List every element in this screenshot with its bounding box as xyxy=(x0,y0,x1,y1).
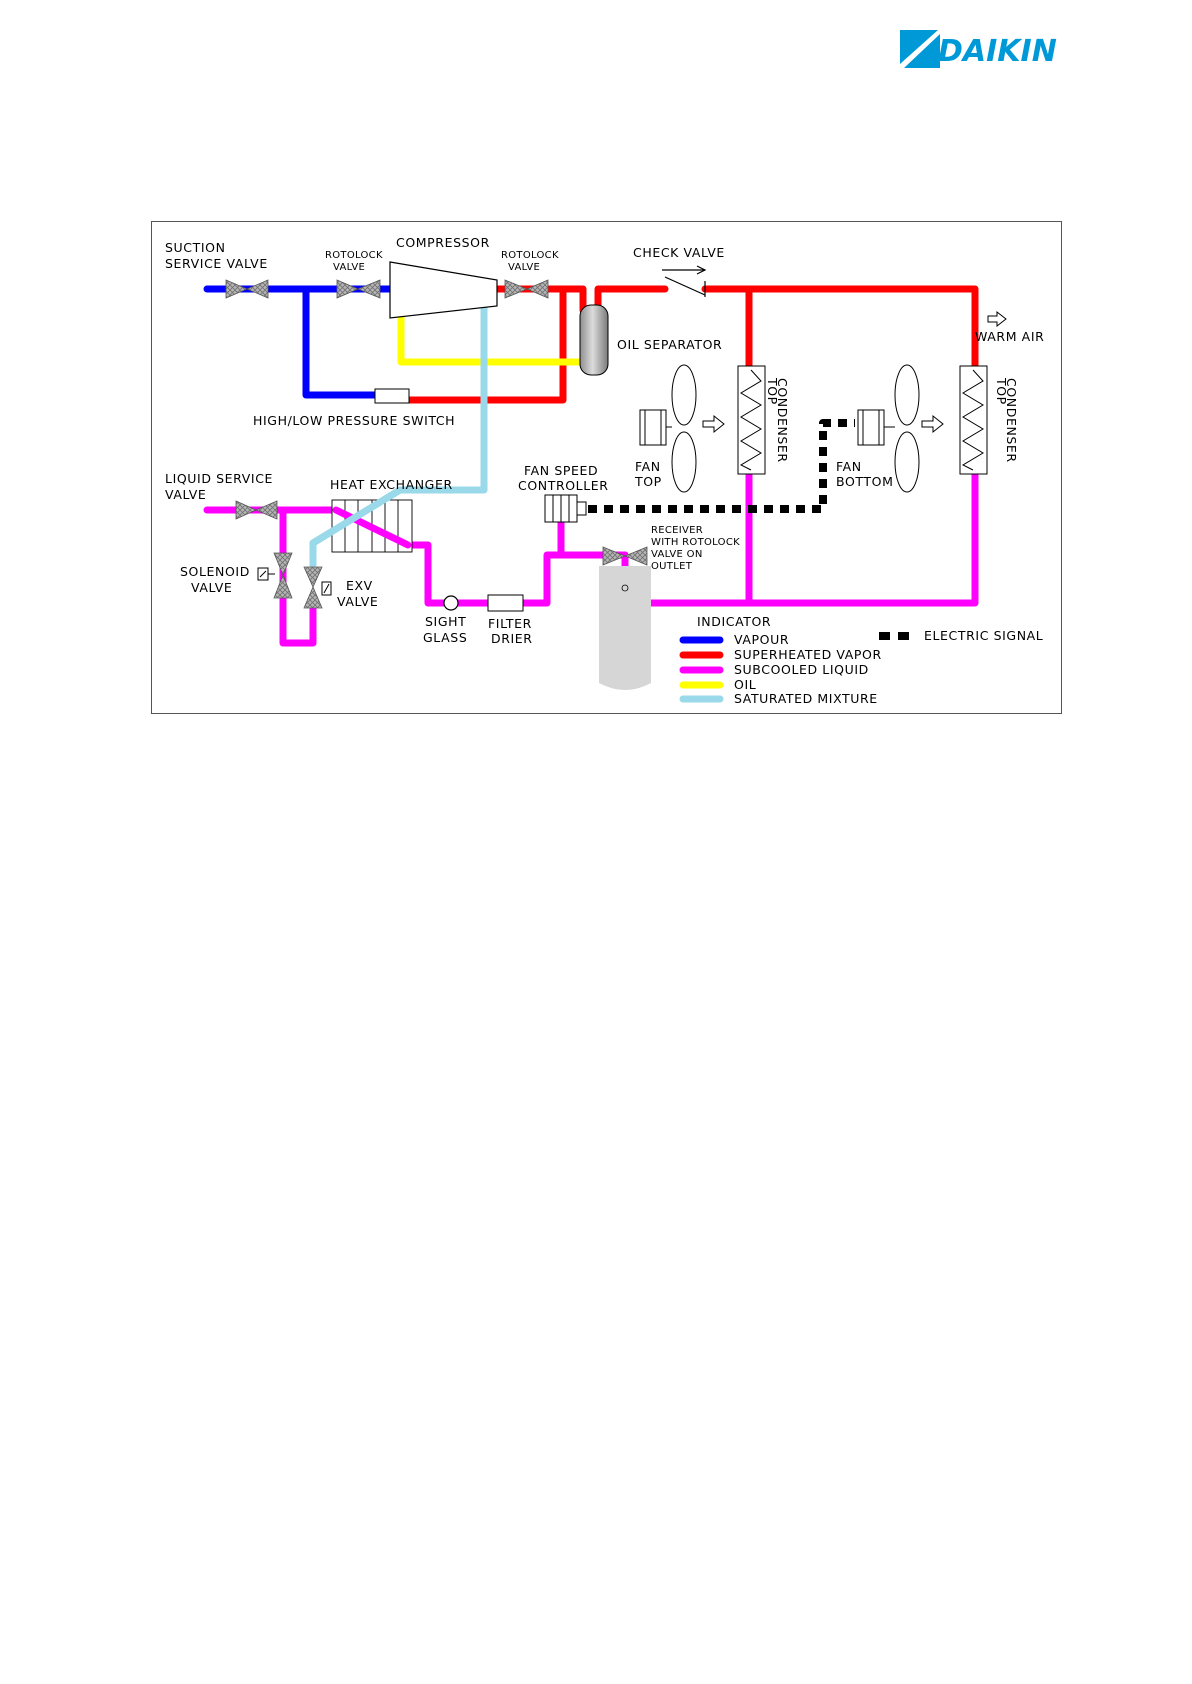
liquid-service-valve-label-1: LIQUID SERVICE xyxy=(165,471,273,486)
legend-label-oil: OIL xyxy=(734,677,756,692)
rotolock-valve-right-label-2: VALVE xyxy=(508,262,540,273)
fan-bottom-label-1: FAN xyxy=(836,459,862,474)
legend-label-subcooled-liquid: SUBCOOLED LIQUID xyxy=(734,662,869,677)
rotolock-valve-right-label-1: ROTOLOCK xyxy=(501,250,559,261)
rotolock-valve-left-label-2: VALVE xyxy=(333,262,365,273)
condenser-2-label-2: TOP xyxy=(994,377,1009,405)
filter-drier-label-1: FILTER xyxy=(488,616,532,631)
rotolock-valve-left xyxy=(336,279,381,299)
receiver-label-2: WITH ROTOLOCK xyxy=(651,537,740,548)
sight-glass-label-2: GLASS xyxy=(423,630,467,645)
condenser-2-label-1: CONDENSER xyxy=(1004,378,1019,463)
solenoid-valve xyxy=(273,552,293,599)
rotolock-valve-right xyxy=(504,279,549,299)
fan-bottom xyxy=(857,364,920,493)
refrigerant-circuit-diagram: SUCTION SERVICE VALVE ROTOLOCK VALVE COM… xyxy=(151,221,1062,714)
legend-label-saturated-mixture: SATURATED MIXTURE xyxy=(734,691,878,706)
suction-valve-label-1: SUCTION xyxy=(165,240,226,255)
liquid-service-valve-label-2: VALVE xyxy=(165,487,206,502)
condenser-1-label-2: TOP xyxy=(765,377,780,405)
airflow-arrows xyxy=(702,310,1007,434)
rotolock-valve-left-label-1: ROTOLOCK xyxy=(325,250,383,261)
fan-speed-controller-label-2: CONTROLLER xyxy=(518,478,609,493)
oil-separator xyxy=(579,304,609,376)
suction-valve-label-2: SERVICE VALVE xyxy=(165,256,268,271)
receiver xyxy=(599,566,651,690)
solenoid-actuator xyxy=(257,567,275,581)
exv-valve xyxy=(303,566,323,609)
solenoid-valve-label-1: SOLENOID xyxy=(180,564,250,579)
liquid-service-valve xyxy=(235,500,278,520)
exv-valve-label-2: VALVE xyxy=(337,594,378,609)
check-valve xyxy=(662,265,707,297)
fan-top xyxy=(639,364,697,493)
fan-top-label-2: TOP xyxy=(634,474,662,489)
receiver-valve xyxy=(602,546,648,566)
heat-exchanger-label: HEAT EXCHANGER xyxy=(330,477,453,492)
legend: INDICATOR VAPOUR SUPERHEATED VAPOR SUBCO… xyxy=(679,614,1043,706)
compressor-label: COMPRESSOR xyxy=(396,235,490,250)
suction-service-valve xyxy=(225,279,269,299)
fan-top-label-1: FAN xyxy=(635,459,661,474)
condenser-2 xyxy=(959,365,988,475)
logo-text: DAIKIN xyxy=(938,34,1057,69)
receiver-label-4: OUTLET xyxy=(651,561,693,572)
receiver-label-1: RECEIVER xyxy=(651,525,703,536)
fan-speed-controller xyxy=(544,494,587,523)
oil-line xyxy=(397,309,584,366)
legend-label-electric-signal: ELECTRIC SIGNAL xyxy=(924,628,1043,643)
filter-drier xyxy=(487,594,524,612)
receiver-label-3: VALVE ON xyxy=(651,549,703,560)
sight-glass-label-1: SIGHT xyxy=(425,614,466,629)
condenser-1-label-1: CONDENSER xyxy=(775,378,790,463)
fan-speed-controller-label-1: FAN SPEED xyxy=(524,463,598,478)
valves xyxy=(225,279,648,609)
legend-label-superheated-vapor: SUPERHEATED VAPOR xyxy=(734,647,882,662)
sight-glass xyxy=(443,595,459,611)
exv-actuator xyxy=(321,581,332,596)
compressor xyxy=(389,261,498,319)
filter-drier-label-2: DRIER xyxy=(491,631,533,646)
oil-separator-label: OIL SEPARATOR xyxy=(617,337,722,352)
warm-air-label: WARM AIR xyxy=(975,329,1044,344)
check-valve-label: CHECK VALVE xyxy=(633,245,725,260)
exv-valve-label-1: EXV xyxy=(346,578,373,593)
logo-triangle-light xyxy=(904,34,940,68)
daikin-logo: DAIKIN xyxy=(900,30,1057,69)
pressure-switch-label: HIGH/LOW PRESSURE SWITCH xyxy=(253,413,455,428)
solenoid-valve-label-2: VALVE xyxy=(191,580,232,595)
legend-title: INDICATOR xyxy=(697,614,771,629)
fan-bottom-label-2: BOTTOM xyxy=(836,474,893,489)
pressure-switch xyxy=(374,388,410,404)
electric-signal-line xyxy=(588,419,855,513)
legend-label-vapour: VAPOUR xyxy=(734,632,789,647)
logo-triangle-dark xyxy=(900,30,938,64)
condenser-1 xyxy=(737,365,766,475)
diagram-labels: SUCTION SERVICE VALVE ROTOLOCK VALVE COM… xyxy=(165,235,1044,646)
